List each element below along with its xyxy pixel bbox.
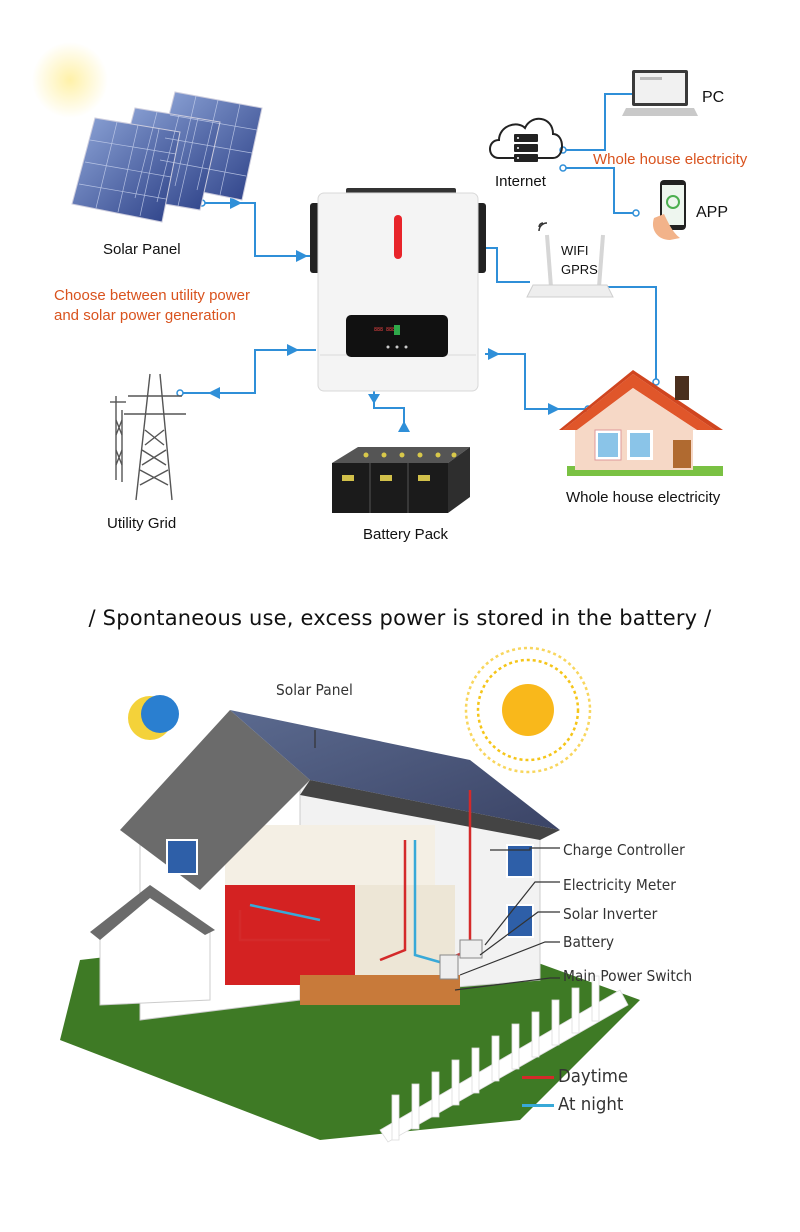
choose-source-line2: and solar power generation [54,307,236,324]
legend-label-daytime: Daytime [558,1066,628,1087]
cloud-server-icon [487,110,567,180]
smartphone-app-icon [650,178,695,243]
whole-house-electricity-top-label: Whole house electricity [593,151,747,168]
house-icon [565,368,725,488]
house-cutaway-illustration [0,660,800,1220]
gprs-label: GPRS [561,262,598,277]
legend-swatch-daytime [522,1076,554,1079]
pc-label: PC [702,89,724,107]
hybrid-inverter-icon: 888 888 [310,185,490,395]
house-solar-panel-label: Solar Panel [276,681,353,699]
main-power-switch-label: Main Power Switch [563,967,692,985]
whole-house-electricity-bottom-label: Whole house electricity [566,489,720,506]
app-label: APP [696,204,728,222]
internet-label: Internet [495,173,546,190]
choose-source-line1: Choose between utility power [54,287,250,304]
solar-panel-label: Solar Panel [103,241,181,258]
laptop-pc-icon [626,68,701,128]
charge-controller-label: Charge Controller [563,841,685,859]
section-caption: / Spontaneous use, excess power is store… [0,606,800,630]
electricity-meter-label: Electricity Meter [563,876,676,894]
utility-tower-icon [100,370,190,510]
legend-swatch-at-night [522,1104,554,1107]
solar-inverter-label: Solar Inverter [563,905,657,923]
svg-text:888 888: 888 888 [374,327,395,333]
wifi-label: WIFI [561,243,588,258]
legend-label-at-night: At night [558,1094,623,1115]
solar-panel-array-icon [30,50,270,210]
battery-pack-label: Battery Pack [363,526,448,543]
battery-label: Battery [563,933,614,951]
utility-grid-label: Utility Grid [107,515,176,532]
battery-pack-icon [328,435,478,515]
